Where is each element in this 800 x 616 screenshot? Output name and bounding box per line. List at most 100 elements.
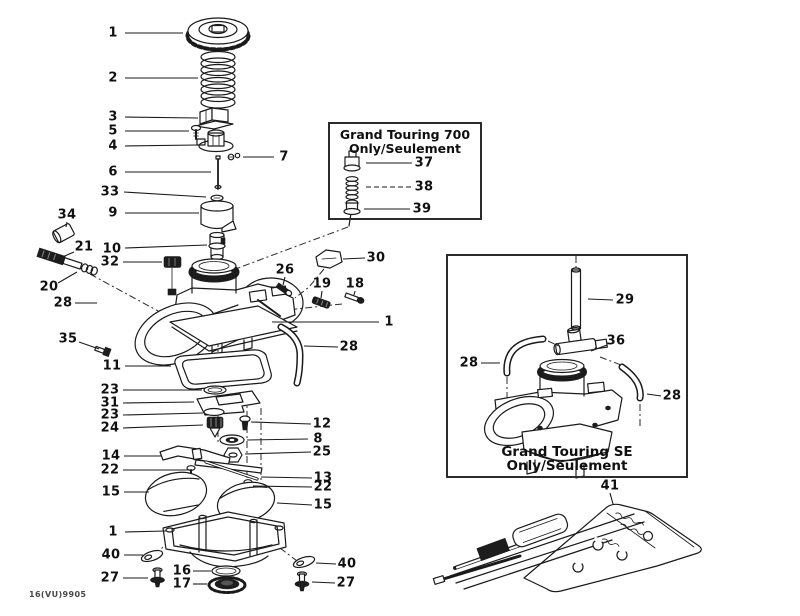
leader-line-33 xyxy=(123,191,207,198)
retainer-screw xyxy=(190,124,202,140)
inset-title-line2: Only/Seulement xyxy=(348,141,462,156)
callout-23: 23 xyxy=(100,382,120,398)
screw-12 xyxy=(239,415,251,431)
leader-line-29 xyxy=(587,298,614,301)
leader-line-26 xyxy=(282,276,286,286)
inset-box-title: Grand Touring 700 Only/Seulement xyxy=(330,128,480,156)
callout-19: 19 xyxy=(312,276,332,292)
callout-29: 29 xyxy=(615,292,635,308)
cable-bracket xyxy=(195,107,234,130)
leader-line-24 xyxy=(122,424,204,429)
inset-box-title: Grand Touring SE Only/Seulement xyxy=(448,445,686,473)
float-pin-13 xyxy=(204,460,259,481)
leader-line-30 xyxy=(342,257,366,260)
callout-27: 27 xyxy=(336,575,356,591)
callout-15: 15 xyxy=(313,497,333,513)
leader-line-23 xyxy=(122,412,204,416)
leader-line-22 xyxy=(252,485,313,488)
callout-37: 37 xyxy=(414,155,434,171)
callout-28: 28 xyxy=(459,355,479,371)
jet-needle xyxy=(214,155,222,190)
inset-title-line2: Only/Seulement xyxy=(506,458,628,474)
e-clip-pair xyxy=(227,152,241,161)
callout-10: 10 xyxy=(102,241,122,257)
leader-line-1 xyxy=(124,530,167,533)
washer-23-upper xyxy=(203,385,227,395)
spring-19 xyxy=(311,296,331,309)
needle-clip xyxy=(210,194,224,202)
bowl-gasket xyxy=(174,349,272,390)
callout-14: 14 xyxy=(101,448,121,464)
callout-40: 40 xyxy=(101,547,121,563)
callout-leader-lines xyxy=(52,32,662,585)
leader-line-20 xyxy=(57,271,78,284)
callout-23: 23 xyxy=(100,407,120,423)
callout-28: 28 xyxy=(339,339,359,355)
callout-6: 6 xyxy=(108,164,118,180)
tool-kit xyxy=(432,503,702,593)
callout-25: 25 xyxy=(312,444,332,460)
callout-15: 15 xyxy=(101,484,121,500)
float-bowl xyxy=(162,511,287,568)
callout-2: 2 xyxy=(108,70,118,86)
retainer-clip-40-left xyxy=(140,549,164,563)
screw-27-right xyxy=(294,571,310,592)
callout-9: 9 xyxy=(108,205,118,221)
retainer-clip-40-right xyxy=(292,555,316,569)
leader-line-15 xyxy=(276,502,313,506)
leader-line-13 xyxy=(260,476,313,479)
leader-line-18 xyxy=(353,290,356,296)
leader-line-27 xyxy=(311,581,336,584)
callout-31: 31 xyxy=(100,395,120,411)
callout-17: 17 xyxy=(172,576,192,592)
idle-screw-assembly xyxy=(36,247,98,276)
bolt-35 xyxy=(94,345,112,358)
washer-8 xyxy=(219,434,245,446)
callout-12: 12 xyxy=(312,416,332,432)
callout-3: 3 xyxy=(108,109,118,125)
leader-line-36 xyxy=(590,344,608,352)
screw-27-left xyxy=(150,567,165,588)
inset-title-line1: Grand Touring SE xyxy=(501,444,633,460)
callout-32: 32 xyxy=(100,254,120,270)
callout-5: 5 xyxy=(108,123,118,139)
callout-24: 24 xyxy=(100,420,120,436)
callout-13: 13 xyxy=(313,470,333,486)
inset-box-grand-touring-700: Grand Touring 700 Only/Seulement xyxy=(328,122,482,220)
screw-18 xyxy=(344,292,365,304)
callout-20: 20 xyxy=(39,279,59,295)
callout-41: 41 xyxy=(600,478,620,494)
callout-38: 38 xyxy=(414,179,434,195)
callout-1: 1 xyxy=(108,524,118,540)
leader-line-4 xyxy=(124,144,198,147)
leader-line-12 xyxy=(250,421,312,425)
leader-line-41 xyxy=(609,492,614,505)
leader-line-40 xyxy=(315,562,337,565)
inset-title-line1: Grand Touring 700 xyxy=(339,127,471,142)
tee-fitting-36 xyxy=(553,326,608,356)
leader-line-35 xyxy=(78,341,100,350)
callout-28: 28 xyxy=(53,295,73,311)
callout-26: 26 xyxy=(275,262,295,278)
needle-retainer-plate xyxy=(196,129,234,153)
needle-jet-holder xyxy=(208,231,226,261)
callout-4: 4 xyxy=(108,138,118,154)
needle-valve-24 xyxy=(206,416,224,438)
callout-28: 28 xyxy=(662,388,682,404)
cap-34 xyxy=(52,223,75,244)
inset-box-grand-touring-se: Grand Touring SE Only/Seulement xyxy=(446,254,688,478)
callout-1: 1 xyxy=(384,314,394,330)
callout-22: 22 xyxy=(100,462,120,478)
leader-line-31 xyxy=(122,401,195,404)
callout-11: 11 xyxy=(102,358,122,374)
callout-39: 39 xyxy=(412,201,432,217)
callout-21: 21 xyxy=(74,239,94,255)
callout-30: 30 xyxy=(366,250,386,266)
throttle-slide-cup xyxy=(200,200,237,233)
throttle-spring xyxy=(200,50,236,109)
leader-line-3 xyxy=(124,116,199,119)
elbow-fitting-30 xyxy=(315,249,343,269)
callout-27: 27 xyxy=(100,570,120,586)
